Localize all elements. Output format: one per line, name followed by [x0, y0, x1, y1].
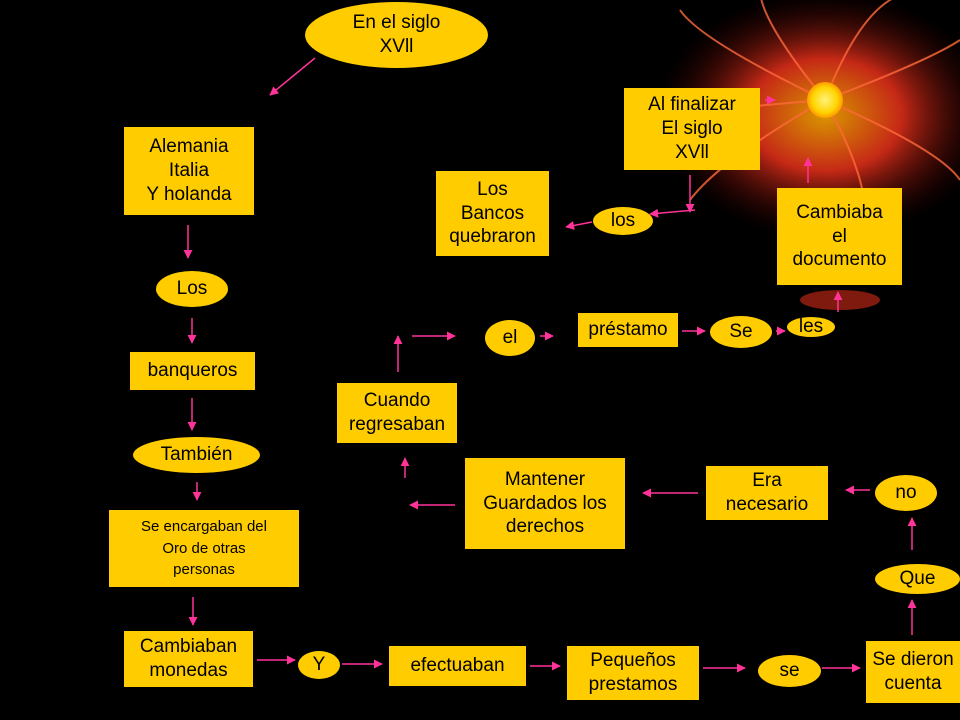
node-no: no — [875, 475, 937, 511]
node-los: Los — [156, 271, 228, 307]
node-cuando-regresaban: Cuando regresaban — [337, 383, 457, 443]
node-se-dieron-cuenta: Se dieron cuenta — [866, 641, 960, 703]
node-cambiaba-documento: Cambiaba el documento — [777, 188, 902, 285]
node-les: les — [787, 317, 835, 337]
node-alemania-italia-holanda: Alemania Italia Y holanda — [124, 127, 254, 215]
node-banqueros: banqueros — [130, 352, 255, 390]
node-prestamo: préstamo — [578, 313, 678, 347]
node-efectuaban: efectuaban — [389, 646, 526, 686]
node-el: el — [485, 320, 535, 356]
node-tambien: También — [133, 437, 260, 473]
arrow — [269, 57, 316, 96]
node-cambiaban-monedas: Cambiaban monedas — [124, 631, 253, 687]
node-se-lower: se — [758, 655, 821, 687]
node-se-encargaban: Se encargaban del Oro de otras personas — [109, 510, 299, 587]
node-al-finalizar-siglo: Al finalizar El siglo XVll — [624, 88, 760, 170]
node-mantener-derechos: Mantener Guardados los derechos — [465, 458, 625, 549]
arrow — [565, 221, 593, 230]
node-y: Y — [298, 651, 340, 679]
arrow — [649, 208, 696, 218]
node-era-necesario: Era necesario — [706, 466, 828, 520]
node-los-bancos-quebraron: Los Bancos quebraron — [436, 171, 549, 256]
node-que: Que — [875, 564, 960, 594]
node-pequenos-prestamos: Pequeños prestamos — [567, 646, 699, 700]
node-en-el-siglo-xvii: En el siglo XVll — [305, 2, 488, 68]
node-los-lower: los — [593, 207, 653, 235]
node-se-upper: Se — [710, 316, 772, 348]
